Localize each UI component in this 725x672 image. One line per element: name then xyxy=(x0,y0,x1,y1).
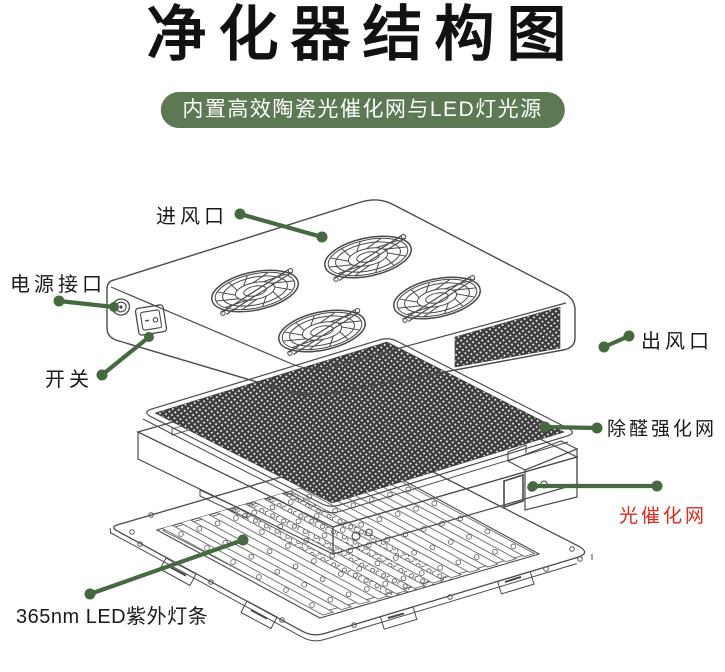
subtitle-badge: 内置高效陶瓷光催化网与LED灯光源 xyxy=(160,92,565,128)
air-outlet-mesh xyxy=(454,306,561,368)
leader-power-port xyxy=(56,298,117,310)
label-formaldehyde-net: 除醛强化网 xyxy=(607,419,718,440)
formaldehyde-net-panel xyxy=(142,338,573,514)
leader-air-inlet xyxy=(237,211,325,240)
page-title: 净化器结构图 xyxy=(146,1,579,68)
leader-formaldehyde-net xyxy=(542,424,600,431)
purifier-body xyxy=(106,199,576,396)
leader-uv-led-strip xyxy=(87,537,246,597)
label-uv-led-strip: 365nm LED紫外灯条 xyxy=(16,606,209,628)
leader-dots xyxy=(53,208,663,600)
label-photocatalyst-net: 光催化网 xyxy=(619,506,708,527)
label-power-switch: 开关 xyxy=(45,369,93,391)
label-power-port: 电源接口 xyxy=(10,274,106,296)
power-switch-graphic xyxy=(134,304,168,336)
leader-lines xyxy=(56,211,660,597)
label-air-outlet: 出风口 xyxy=(641,331,713,353)
label-air-inlet: 进风口 xyxy=(156,206,228,228)
leader-switch xyxy=(99,334,152,378)
